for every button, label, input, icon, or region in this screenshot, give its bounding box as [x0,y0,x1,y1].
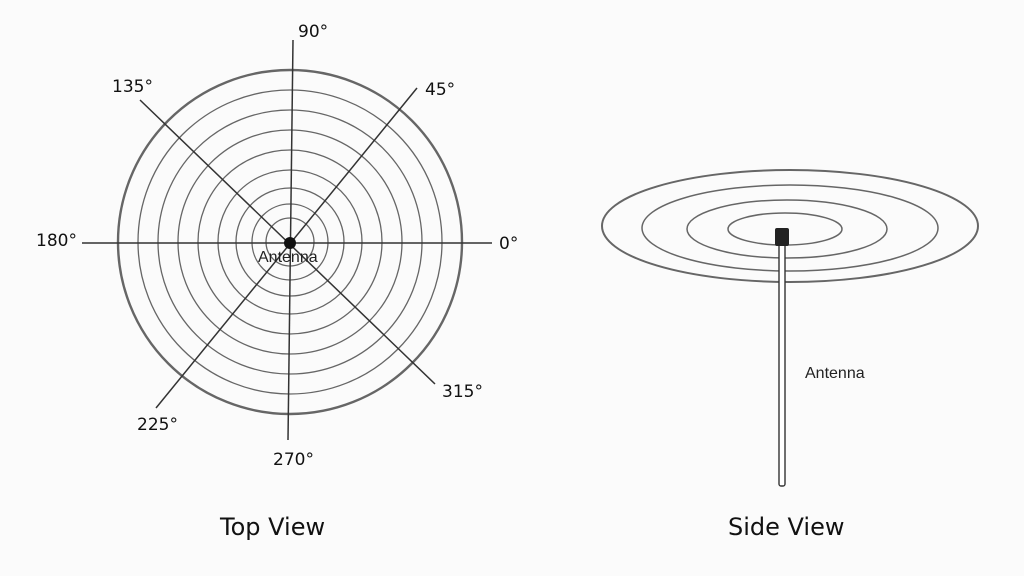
angle-label-135: 135° [112,77,153,97]
axis-diagonal-45 [155,87,418,409]
side-view-diagram: Antenna Side View [601,169,979,541]
antenna-point [284,237,296,249]
radiation-ellipse [641,184,939,272]
top-antenna-label: Antenna [258,249,318,266]
ring [137,89,443,395]
angle-label-180: 180° [36,231,77,251]
radiation-ellipse [686,199,888,259]
side-view-ellipses [601,169,979,283]
angle-label-270: 270° [273,450,314,470]
angle-label-90: 90° [298,22,328,42]
side-antenna-label: Antenna [805,365,865,382]
angle-label-315: 315° [442,382,483,402]
angle-label-45: 45° [425,80,455,100]
top-view-rings [116,68,464,416]
ring [157,109,423,375]
antenna-tip [775,228,789,246]
antenna-rod [775,228,789,487]
radiation-ellipse-outer [601,169,979,283]
antenna-mast [778,239,786,487]
top-view-caption: Top View [219,513,325,541]
angle-label-0: 0° [499,234,518,254]
angle-label-225: 225° [137,415,178,435]
ring [177,129,403,355]
side-view-caption: Side View [728,513,844,541]
ring-outer [116,68,464,416]
top-view-diagram: Antenna 0° 45° 90° 135° 180° 225° 270° 3… [36,22,518,541]
